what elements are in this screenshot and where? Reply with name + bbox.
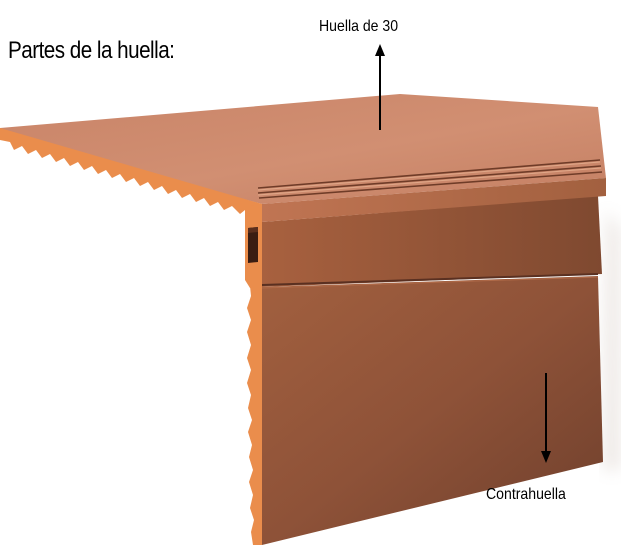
riser-joint — [261, 273, 599, 286]
anti-slip-grooves-highlight — [257, 161, 602, 196]
nose-hollow-shade — [248, 227, 258, 233]
riser-shadow — [603, 210, 621, 470]
riser-face — [262, 276, 603, 545]
tread-label: Huella de 30 — [319, 18, 399, 35]
riser-arrow — [541, 373, 551, 463]
tread-arrow — [375, 44, 385, 130]
riser-left-edge — [247, 286, 262, 545]
riser-label: Contrahuella — [486, 486, 566, 503]
tread-nose-face — [262, 178, 606, 222]
riser-band — [262, 196, 602, 287]
riser-joint-highlight — [261, 276, 599, 289]
tread-top — [0, 94, 606, 204]
diagram-heading: Partes de la huella: — [8, 37, 175, 64]
tread-left-edge — [0, 128, 262, 222]
nose-hollow — [248, 227, 258, 263]
anti-slip-grooves — [257, 159, 603, 199]
